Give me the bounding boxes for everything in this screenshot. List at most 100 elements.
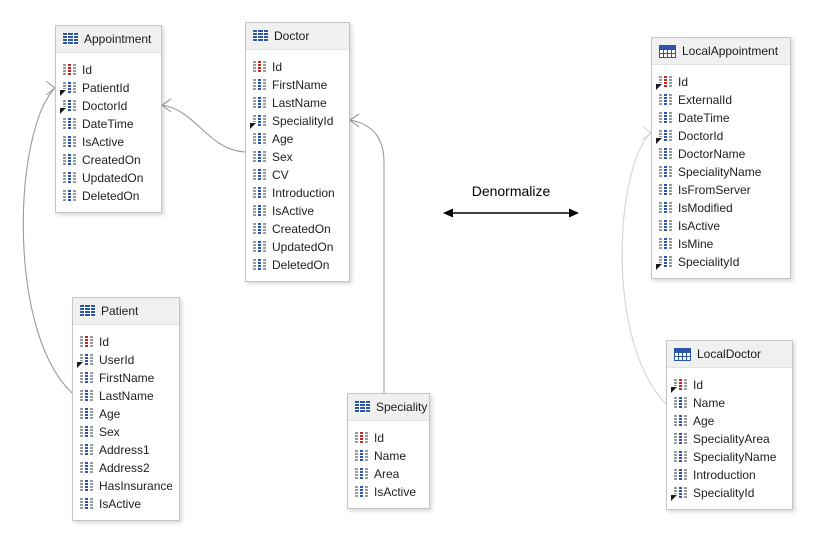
field-row[interactable]: IsActive: [355, 483, 422, 501]
field-row[interactable]: Name: [674, 394, 785, 412]
field-row[interactable]: CreatedOn: [63, 151, 154, 169]
field-name: Sex: [272, 150, 293, 164]
field-row[interactable]: Address1: [80, 441, 172, 459]
field-name: DoctorName: [678, 147, 746, 161]
column-icon: [674, 451, 687, 463]
field-row[interactable]: CreatedOn: [253, 220, 342, 238]
field-row[interactable]: DeletedOn: [63, 187, 154, 205]
table-localdoctor[interactable]: LocalDoctor Id Name Age: [666, 340, 793, 510]
field-row[interactable]: DoctorName: [659, 145, 783, 163]
table-title: Speciality: [376, 400, 428, 414]
field-name: IsMine: [678, 237, 714, 251]
table-patient[interactable]: Patient Id UserId FirstName: [72, 297, 180, 521]
field-row[interactable]: IsFromServer: [659, 181, 783, 199]
field-row[interactable]: Id: [63, 61, 154, 79]
field-row[interactable]: Id: [656, 73, 783, 91]
relationship-doctor-appointment[interactable]: [161, 98, 246, 153]
foreign-key-icon: [250, 115, 266, 130]
field-list: Id PatientId DoctorId DateTime: [56, 53, 161, 212]
field-name: SpecialityId: [678, 255, 740, 269]
arrowhead-icon: [349, 113, 360, 128]
denormalize-annotation[interactable]: Denormalize: [440, 183, 582, 220]
relationship-speciality-doctor[interactable]: [349, 113, 385, 393]
field-row[interactable]: HasInsurance: [80, 477, 172, 495]
field-row[interactable]: Id: [80, 333, 172, 351]
field-row[interactable]: IsActive: [253, 202, 342, 220]
field-row[interactable]: SpecialityId: [656, 253, 783, 271]
field-row[interactable]: SpecialityId: [250, 112, 342, 130]
field-name: HasInsurance: [99, 479, 172, 493]
field-name: Address1: [99, 443, 150, 457]
field-row[interactable]: Area: [355, 465, 422, 483]
column-icon: [80, 372, 93, 384]
field-name: SpecialityArea: [693, 432, 770, 446]
field-row[interactable]: PatientId: [60, 79, 154, 97]
column-icon: [63, 136, 76, 148]
column-icon: [253, 79, 266, 91]
table-header[interactable]: Appointment: [56, 26, 161, 53]
field-name: CV: [272, 168, 289, 182]
column-icon: [355, 468, 368, 480]
field-row[interactable]: Id: [355, 429, 422, 447]
field-row[interactable]: Age: [674, 412, 785, 430]
field-row[interactable]: SpecialityName: [674, 448, 785, 466]
field-row[interactable]: IsActive: [80, 495, 172, 513]
field-row[interactable]: SpecialityArea: [674, 430, 785, 448]
column-icon: [674, 397, 687, 409]
table-header[interactable]: Speciality: [348, 394, 429, 421]
field-row[interactable]: DoctorId: [60, 97, 154, 115]
field-row[interactable]: DateTime: [659, 109, 783, 127]
field-row[interactable]: Introduction: [674, 466, 785, 484]
primary-foreign-key-icon: [671, 379, 687, 394]
column-icon: [253, 205, 266, 217]
field-row[interactable]: UpdatedOn: [63, 169, 154, 187]
field-name: IsActive: [678, 219, 721, 233]
column-icon: [253, 187, 266, 199]
field-row[interactable]: IsMine: [659, 235, 783, 253]
field-row[interactable]: Introduction: [253, 184, 342, 202]
field-name: LastName: [99, 389, 154, 403]
field-name: UserId: [99, 353, 135, 367]
field-name: Age: [99, 407, 121, 421]
foreign-key-icon: [77, 354, 93, 369]
field-row[interactable]: Age: [253, 130, 342, 148]
foreign-key-icon: [60, 100, 76, 115]
field-row[interactable]: LastName: [80, 387, 172, 405]
field-row[interactable]: FirstName: [80, 369, 172, 387]
field-row[interactable]: Id: [253, 58, 342, 76]
field-row[interactable]: IsActive: [659, 217, 783, 235]
field-row[interactable]: UpdatedOn: [253, 238, 342, 256]
column-icon: [659, 148, 672, 160]
field-row[interactable]: DeletedOn: [253, 256, 342, 274]
field-row[interactable]: DoctorId: [656, 127, 783, 145]
table-appointment[interactable]: Appointment Id PatientId DoctorId: [55, 25, 162, 213]
field-row[interactable]: Sex: [80, 423, 172, 441]
table-header[interactable]: Doctor: [246, 23, 349, 50]
table-header[interactable]: LocalAppointment: [652, 38, 790, 65]
table-header[interactable]: LocalDoctor: [667, 341, 792, 368]
field-row[interactable]: Id: [671, 376, 785, 394]
field-name: Sex: [99, 425, 120, 439]
table-doctor[interactable]: Doctor Id FirstName LastName: [245, 22, 350, 282]
field-row[interactable]: IsActive: [63, 133, 154, 151]
table-speciality[interactable]: Speciality Id Name Area: [347, 393, 430, 509]
field-row[interactable]: SpecialityName: [659, 163, 783, 181]
field-row[interactable]: CV: [253, 166, 342, 184]
field-row[interactable]: DateTime: [63, 115, 154, 133]
table-header[interactable]: Patient: [73, 298, 179, 325]
field-row[interactable]: FirstName: [253, 76, 342, 94]
field-row[interactable]: Sex: [253, 148, 342, 166]
field-row[interactable]: SpecialityId: [671, 484, 785, 502]
field-row[interactable]: Age: [80, 405, 172, 423]
field-row[interactable]: LastName: [253, 94, 342, 112]
field-row[interactable]: ExternalId: [659, 91, 783, 109]
field-row[interactable]: UserId: [77, 351, 172, 369]
field-row[interactable]: Name: [355, 447, 422, 465]
field-name: Id: [82, 63, 93, 77]
table-localappointment[interactable]: LocalAppointment Id ExternalId DateTime: [651, 37, 791, 279]
field-row[interactable]: IsModified: [659, 199, 783, 217]
field-name: SpecialityId: [272, 114, 334, 128]
grid-table-icon: [253, 30, 268, 42]
field-row[interactable]: Address2: [80, 459, 172, 477]
